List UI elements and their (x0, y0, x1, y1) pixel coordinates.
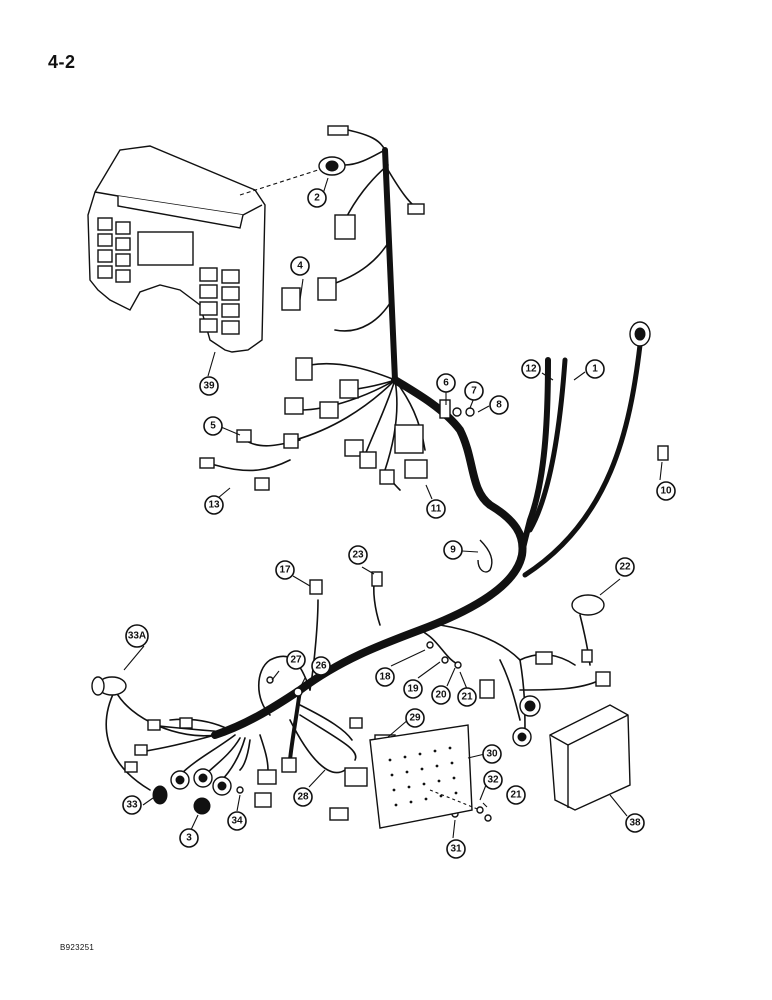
svg-text:38: 38 (629, 818, 641, 829)
svg-text:22: 22 (619, 562, 631, 573)
instrument-cluster-housing (87, 145, 319, 353)
callout-34: 34 (227, 811, 247, 831)
callout-8: 8 (489, 395, 509, 415)
svg-text:33A: 33A (128, 631, 146, 642)
callout-20: 20 (431, 685, 451, 705)
callout-29: 29 (405, 708, 425, 728)
callout-3: 3 (179, 828, 199, 848)
svg-text:9: 9 (450, 545, 456, 556)
callout-10: 10 (656, 481, 676, 501)
svg-text:12: 12 (525, 364, 537, 375)
upper-connectors (199, 125, 669, 491)
callout-2: 2 (307, 188, 327, 208)
svg-text:1: 1 (592, 364, 598, 375)
svg-text:39: 39 (203, 381, 215, 392)
svg-text:5: 5 (210, 421, 216, 432)
callout-4: 4 (290, 256, 310, 276)
callouts: 1 2 3 4 5 6 7 8 9 10 11 12 13 17 18 19 2… (122, 188, 676, 859)
callout-38: 38 (625, 813, 645, 833)
cluster-right-buttons (199, 267, 240, 335)
svg-text:19: 19 (407, 684, 419, 695)
callout-17: 17 (275, 560, 295, 580)
callout-30: 30 (482, 744, 502, 764)
svg-text:17: 17 (279, 565, 291, 576)
callout-5: 5 (203, 416, 223, 436)
callout-32: 32 (483, 770, 503, 790)
lower-connectors (91, 539, 611, 822)
svg-text:23: 23 (352, 550, 364, 561)
svg-text:6: 6 (443, 378, 449, 389)
svg-text:7: 7 (471, 386, 477, 397)
callout-26: 26 (311, 656, 331, 676)
callout-22: 22 (615, 557, 635, 577)
svg-text:8: 8 (496, 400, 502, 411)
lower-branch-wires (105, 577, 601, 791)
callout-12: 12 (521, 359, 541, 379)
svg-text:31: 31 (450, 844, 462, 855)
callout-39: 39 (199, 376, 219, 396)
svg-text:13: 13 (208, 500, 220, 511)
svg-text:10: 10 (660, 486, 672, 497)
svg-text:11: 11 (431, 504, 442, 515)
callout-21-upper: 21 (457, 687, 477, 707)
svg-text:34: 34 (231, 816, 243, 827)
callout-33: 33 (122, 795, 142, 815)
svg-text:4: 4 (297, 261, 303, 272)
callout-19: 19 (403, 679, 423, 699)
callout-21-lower: 21 (506, 785, 526, 805)
svg-text:30: 30 (486, 749, 498, 760)
callout-11: 11 (426, 499, 446, 519)
callout-18: 18 (375, 667, 395, 687)
drawing-code: B923251 (60, 943, 95, 952)
cluster-left-buttons (97, 217, 131, 283)
mounting-panel (369, 724, 481, 829)
svg-text:26: 26 (315, 661, 327, 672)
callout-27: 27 (286, 650, 306, 670)
svg-text:21: 21 (510, 790, 522, 801)
callout-23: 23 (348, 545, 368, 565)
svg-text:21: 21 (461, 692, 473, 703)
main-harness (211, 147, 643, 762)
svg-text:20: 20 (435, 690, 447, 701)
callout-31: 31 (446, 839, 466, 859)
svg-text:27: 27 (290, 655, 302, 666)
callout-33a: 33A (125, 624, 149, 648)
svg-text:18: 18 (379, 672, 391, 683)
svg-text:2: 2 (314, 193, 320, 204)
svg-text:3: 3 (186, 833, 192, 844)
callout-9: 9 (443, 540, 463, 560)
callout-1: 1 (585, 359, 605, 379)
svg-text:33: 33 (126, 800, 138, 811)
callout-6: 6 (436, 373, 456, 393)
svg-text:32: 32 (487, 775, 499, 786)
callout-28: 28 (293, 787, 313, 807)
page-number: 4-2 (48, 52, 76, 72)
svg-text:28: 28 (297, 792, 309, 803)
svg-text:29: 29 (409, 713, 421, 724)
control-module (549, 704, 631, 811)
callout-7: 7 (464, 381, 484, 401)
callout-13: 13 (204, 495, 224, 515)
